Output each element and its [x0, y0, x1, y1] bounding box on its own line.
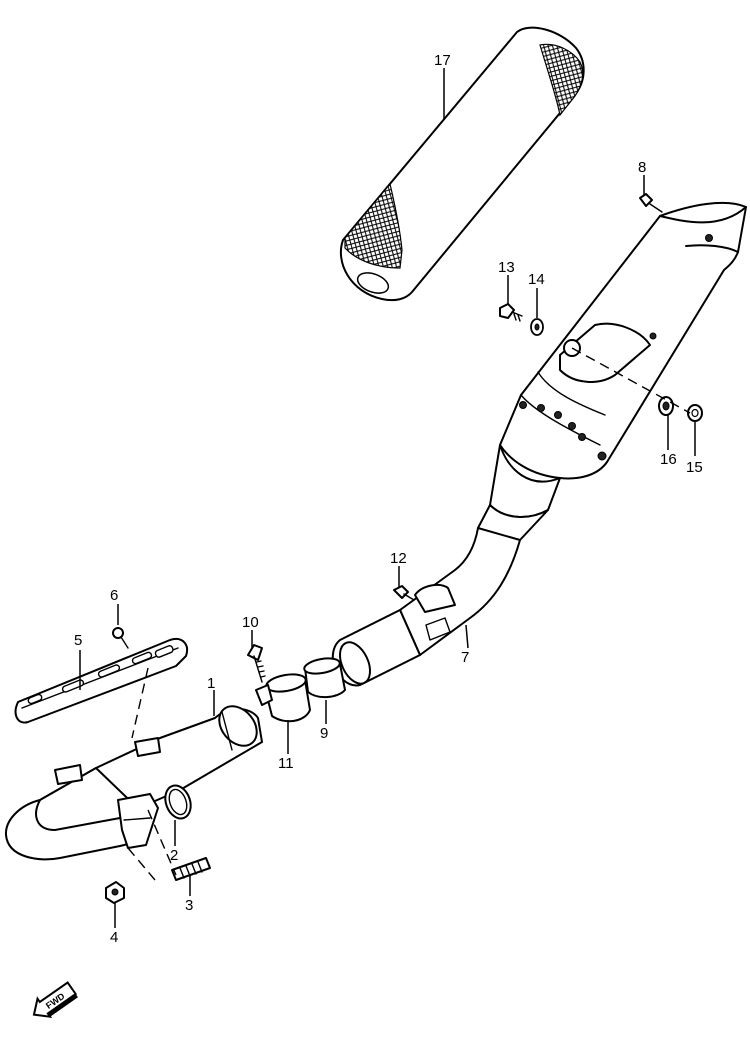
callout-9: 9 — [320, 725, 328, 742]
fwd-marker: FWD — [32, 981, 78, 1019]
callout-17: 17 — [434, 52, 451, 69]
grommet-part — [658, 396, 674, 416]
assembly-guide-lines — [127, 347, 691, 881]
pipe-clamp-part — [255, 673, 311, 723]
muffler-mount-bolt-part — [499, 303, 523, 322]
gasket-ring-part — [164, 784, 192, 820]
flange-nut-part — [105, 881, 125, 904]
exhaust-pipe-part — [4, 705, 263, 861]
callout-11: 11 — [278, 755, 294, 772]
callout-7: 7 — [461, 649, 469, 666]
callout-1: 1 — [207, 675, 215, 692]
muffler-bracket-bolt-part — [393, 585, 415, 601]
callout-8: 8 — [638, 159, 646, 176]
gasket-sleeve-part — [303, 657, 346, 698]
callout-16: 16 — [660, 451, 677, 468]
muffler-assembly-part — [331, 201, 747, 687]
callout-10: 10 — [242, 614, 259, 631]
callout-13: 13 — [498, 259, 515, 276]
callout-2: 2 — [170, 847, 178, 864]
callout-labels: 1 2 3 4 5 6 7 8 9 10 11 12 13 14 15 16 1… — [74, 52, 703, 946]
heat-shield-part — [14, 638, 188, 724]
heat-shield-bolt-part — [112, 627, 129, 649]
leader-lines — [79, 68, 696, 928]
callout-15: 15 — [686, 459, 703, 476]
protector-screw-part — [639, 193, 663, 213]
callout-5: 5 — [74, 632, 82, 649]
collar-part — [687, 404, 703, 422]
washer-part — [530, 318, 544, 336]
stud-bolt-part — [171, 857, 211, 881]
muffler-protector-part — [339, 26, 585, 302]
clamp-bolt-part — [247, 644, 266, 683]
callout-12: 12 — [390, 550, 407, 567]
callout-14: 14 — [528, 271, 545, 288]
callout-4: 4 — [110, 929, 118, 946]
callout-3: 3 — [185, 897, 193, 914]
callout-6: 6 — [110, 587, 118, 604]
